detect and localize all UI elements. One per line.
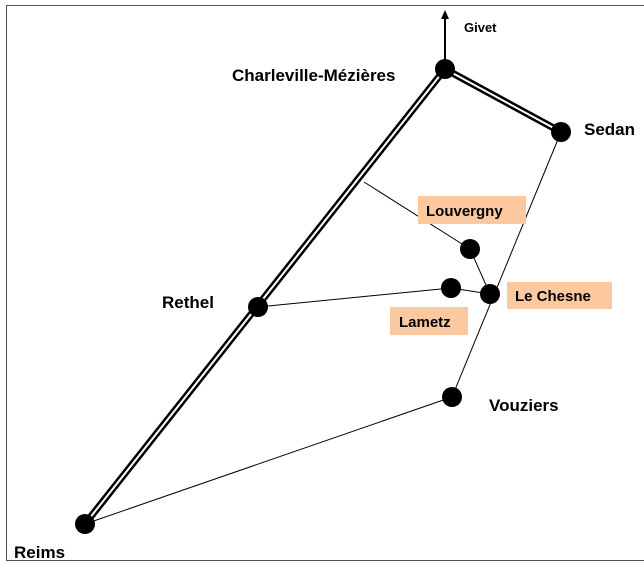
town-node-vouziers	[442, 387, 462, 407]
lametz-box	[390, 307, 468, 335]
minor-roads	[84, 131, 562, 525]
label-reims: Reims	[14, 543, 65, 562]
label-givet: Givet	[464, 20, 497, 35]
map-frame	[6, 5, 644, 561]
town-node-reims	[75, 514, 95, 534]
label-charleville: Charleville-Mézières	[232, 66, 395, 85]
town-node-rethel	[248, 297, 268, 317]
givet-arrow-head	[441, 10, 449, 19]
label-sedan: Sedan	[584, 120, 635, 139]
label-rethel: Rethel	[162, 293, 214, 312]
label-le-chesne: Le Chesne	[515, 288, 591, 305]
label-vouziers: Vouziers	[489, 396, 559, 415]
town-node-sedan	[551, 122, 571, 142]
town-node-lametz	[441, 278, 461, 298]
label-lametz: Lametz	[399, 314, 451, 331]
major-roads	[82, 65, 563, 527]
town-node-louvergny	[460, 239, 480, 259]
louvergny-box	[418, 196, 526, 224]
town-node-le-chesne	[480, 284, 500, 304]
town-node-charleville	[435, 59, 455, 79]
label-louvergny: Louvergny	[426, 203, 503, 220]
le-chesne-box	[507, 282, 612, 309]
